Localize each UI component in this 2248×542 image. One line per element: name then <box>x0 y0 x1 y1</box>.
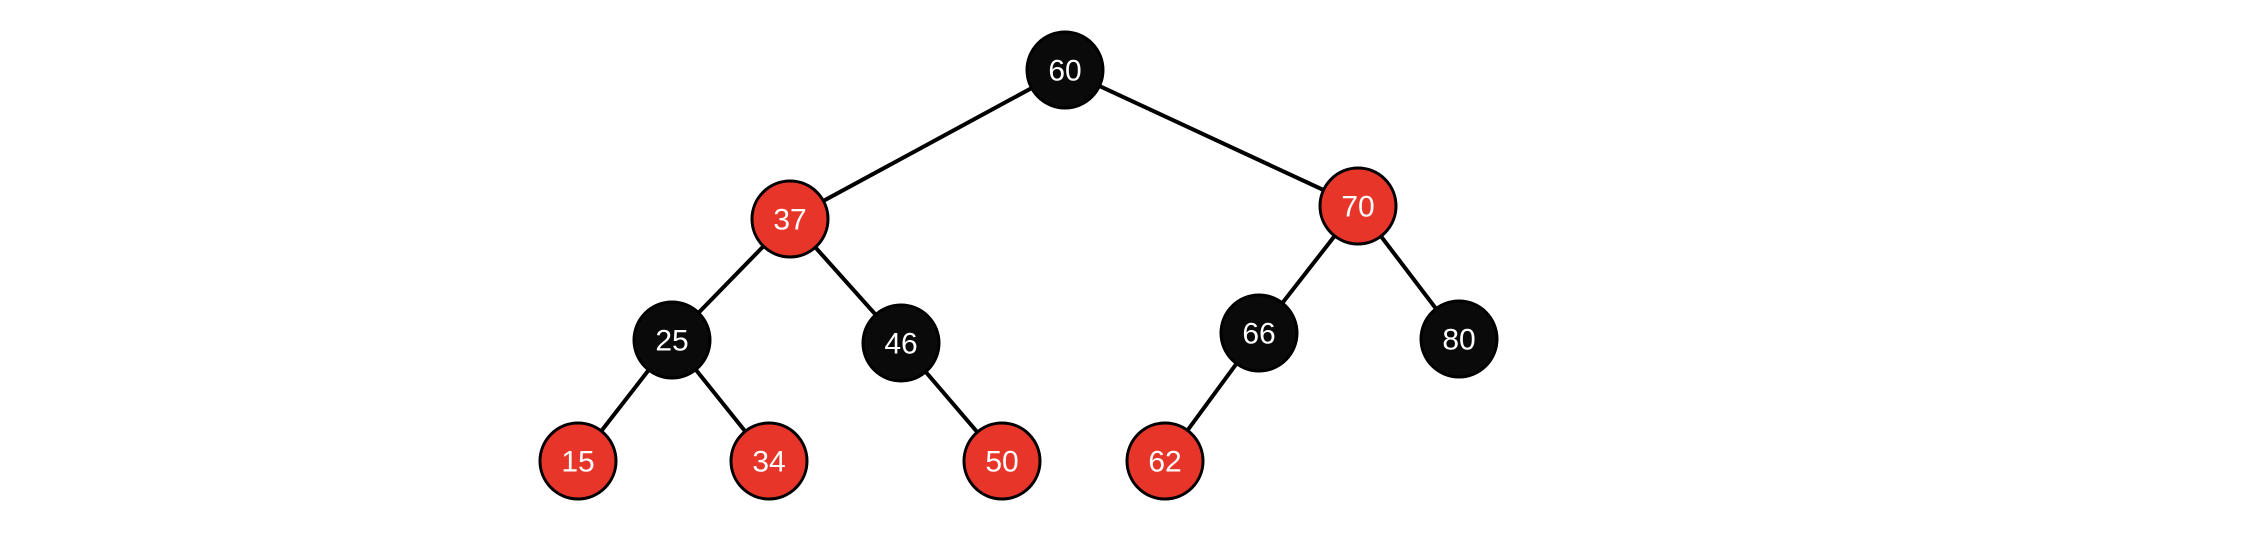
node-circle-37[interactable] <box>750 179 830 259</box>
node-circle-46[interactable] <box>861 303 941 383</box>
tree-node-34[interactable]: 34 <box>729 421 809 501</box>
tree-edge-n60-n37 <box>788 68 1067 221</box>
node-circle-66[interactable] <box>1219 293 1299 373</box>
tree-node-46[interactable]: 46 <box>861 303 941 383</box>
tree-node-15[interactable]: 15 <box>538 421 618 501</box>
tree-node-66[interactable]: 66 <box>1219 293 1299 373</box>
node-circle-80[interactable] <box>1419 299 1499 379</box>
node-circle-62[interactable] <box>1125 421 1205 501</box>
node-circle-34[interactable] <box>729 421 809 501</box>
node-layer: 60 37 70 25 46 66 80 15 34 50 62 <box>538 30 1499 501</box>
node-circle-15[interactable] <box>538 421 618 501</box>
tree-node-37[interactable]: 37 <box>750 179 830 259</box>
tree-node-60[interactable]: 60 <box>1025 30 1105 110</box>
tree-node-62[interactable]: 62 <box>1125 421 1205 501</box>
tree-node-80[interactable]: 80 <box>1419 299 1499 379</box>
node-circle-70[interactable] <box>1318 166 1398 246</box>
node-circle-25[interactable] <box>632 300 712 380</box>
node-circle-50[interactable] <box>962 421 1042 501</box>
edge-layer <box>576 68 1461 463</box>
tree-node-50[interactable]: 50 <box>962 421 1042 501</box>
tree-node-25[interactable]: 25 <box>632 300 712 380</box>
tree-edge-n60-n70 <box>1063 68 1360 208</box>
tree-node-70[interactable]: 70 <box>1318 166 1398 246</box>
node-circle-60[interactable] <box>1025 30 1105 110</box>
